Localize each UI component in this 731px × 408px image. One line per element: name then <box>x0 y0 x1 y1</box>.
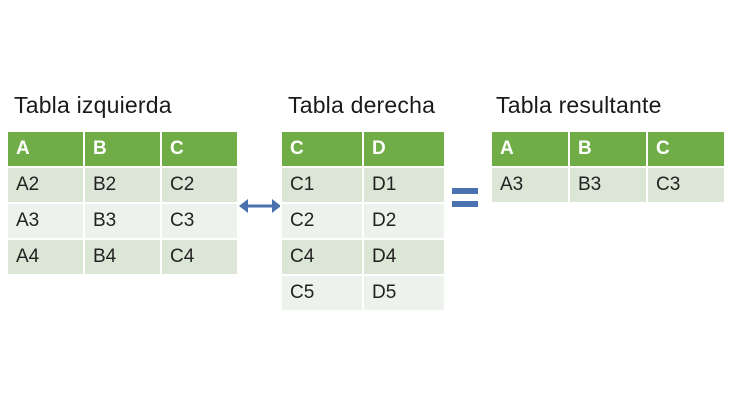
table-cell: C4 <box>162 240 237 274</box>
right-table-title: Tabla derecha <box>288 92 436 118</box>
equals-icon <box>452 188 478 207</box>
column-header: C <box>648 132 724 166</box>
table-cell: A2 <box>8 168 83 202</box>
table-row: C1 D1 <box>282 168 444 202</box>
table-cell: D4 <box>364 240 444 274</box>
column-header: D <box>364 132 444 166</box>
table-row: C4 D4 <box>282 240 444 274</box>
table-cell: D2 <box>364 204 444 238</box>
table-cell: C2 <box>162 168 237 202</box>
column-header: B <box>85 132 160 166</box>
left-table-title: Tabla izquierda <box>14 92 172 118</box>
table-cell: B3 <box>570 168 646 202</box>
column-header: C <box>162 132 237 166</box>
table-cell: C3 <box>162 204 237 238</box>
table-cell: C1 <box>282 168 362 202</box>
column-header: A <box>492 132 568 166</box>
table-row: A3 B3 C3 <box>492 168 724 202</box>
table-header-row: A B C <box>492 132 724 166</box>
table-cell: B3 <box>85 204 160 238</box>
table-cell: C3 <box>648 168 724 202</box>
right-table: C D C1 D1 C2 D2 C4 D4 C5 D5 <box>280 130 446 312</box>
table-row: A4 B4 C4 <box>8 240 237 274</box>
table-cell: A3 <box>8 204 83 238</box>
left-table: A B C A2 B2 C2 A3 B3 C3 A4 B4 C4 <box>6 130 239 276</box>
table-cell: C4 <box>282 240 362 274</box>
column-header: C <box>282 132 362 166</box>
table-cell: A3 <box>492 168 568 202</box>
result-table: A B C A3 B3 C3 <box>490 130 726 204</box>
table-cell: C5 <box>282 276 362 310</box>
table-header-row: A B C <box>8 132 237 166</box>
table-cell: B2 <box>85 168 160 202</box>
table-cell: D1 <box>364 168 444 202</box>
column-header: A <box>8 132 83 166</box>
table-row: A3 B3 C3 <box>8 204 237 238</box>
table-header-row: C D <box>282 132 444 166</box>
table-cell: A4 <box>8 240 83 274</box>
table-row: A2 B2 C2 <box>8 168 237 202</box>
table-cell: C2 <box>282 204 362 238</box>
result-table-title: Tabla resultante <box>496 92 662 118</box>
table-row: C5 D5 <box>282 276 444 310</box>
table-cell: D5 <box>364 276 444 310</box>
table-row: C2 D2 <box>282 204 444 238</box>
table-cell: B4 <box>85 240 160 274</box>
double-arrow-icon <box>239 199 281 213</box>
column-header: B <box>570 132 646 166</box>
